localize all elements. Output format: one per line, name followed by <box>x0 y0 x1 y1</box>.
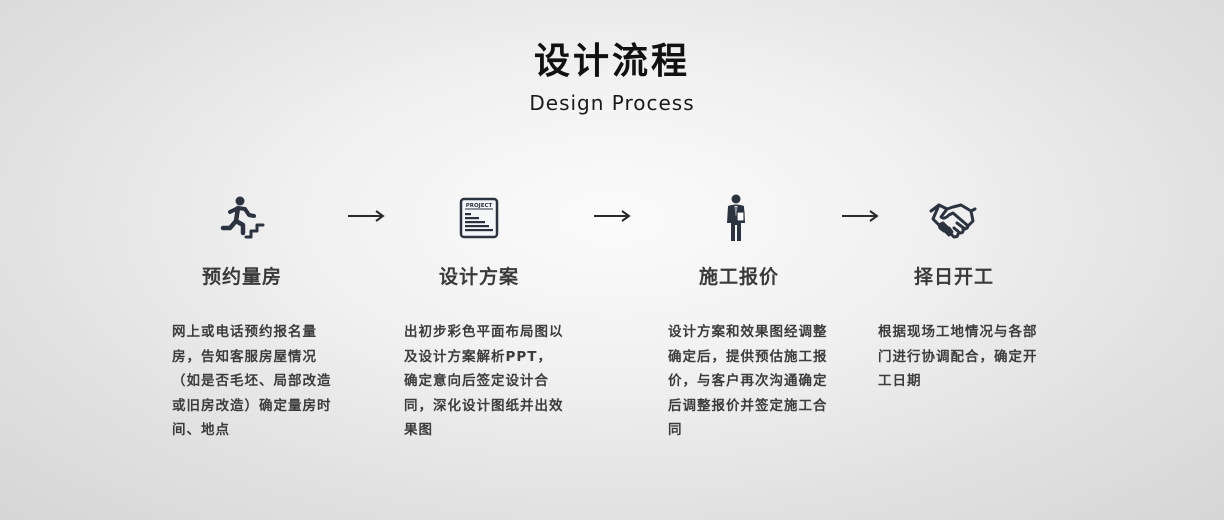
running-person-stairs-icon <box>216 193 268 245</box>
page-header: 设计流程 Design Process <box>0 36 1224 116</box>
step-title: 施工报价 <box>698 266 780 288</box>
process-step-2: PROJECT 设计方案 出初步彩色平面布局图以及设计方案解析PPT，确定意向后… <box>0 0 563 520</box>
page-subtitle: Design Process <box>529 91 695 115</box>
arrow-right-icon <box>346 206 386 226</box>
step-description: 网上或电话预约报名量房，告知客服房屋情况（如是否毛坯、局部改造或旧房改造）确定量… <box>172 324 332 438</box>
arrow-right-icon <box>840 206 880 226</box>
businessman-icon <box>710 193 762 245</box>
step-title: 预约量房 <box>201 266 283 288</box>
step-title: 择日开工 <box>913 266 995 288</box>
project-label: PROJECT <box>466 203 493 209</box>
process-step-1: 预约量房 网上或电话预约报名量房，告知客服房屋情况（如是否毛坯、局部改造或旧房改… <box>0 0 331 520</box>
step-title: 设计方案 <box>438 266 520 288</box>
handshake-icon <box>927 193 979 245</box>
project-document-icon: PROJECT <box>453 193 505 245</box>
step-description: 出初步彩色平面布局图以及设计方案解析PPT，确定意向后签定设计合同，深化设计图纸… <box>404 324 564 438</box>
page-title: 设计流程 <box>533 41 690 82</box>
step-description: 根据现场工地情况与各部门进行协调配合，确定开工日期 <box>878 324 1038 389</box>
step-description: 设计方案和效果图经调整确定后，提供预估施工报价，与客户再次沟通确定后调整报价并签… <box>668 324 828 438</box>
arrow-right-icon <box>592 206 632 226</box>
process-step-4: 择日开工 根据现场工地情况与各部门进行协调配合，确定开工日期 <box>0 0 1037 520</box>
process-step-3: 施工报价 设计方案和效果图经调整确定后，提供预估施工报价，与客户再次沟通确定后调… <box>0 0 827 520</box>
